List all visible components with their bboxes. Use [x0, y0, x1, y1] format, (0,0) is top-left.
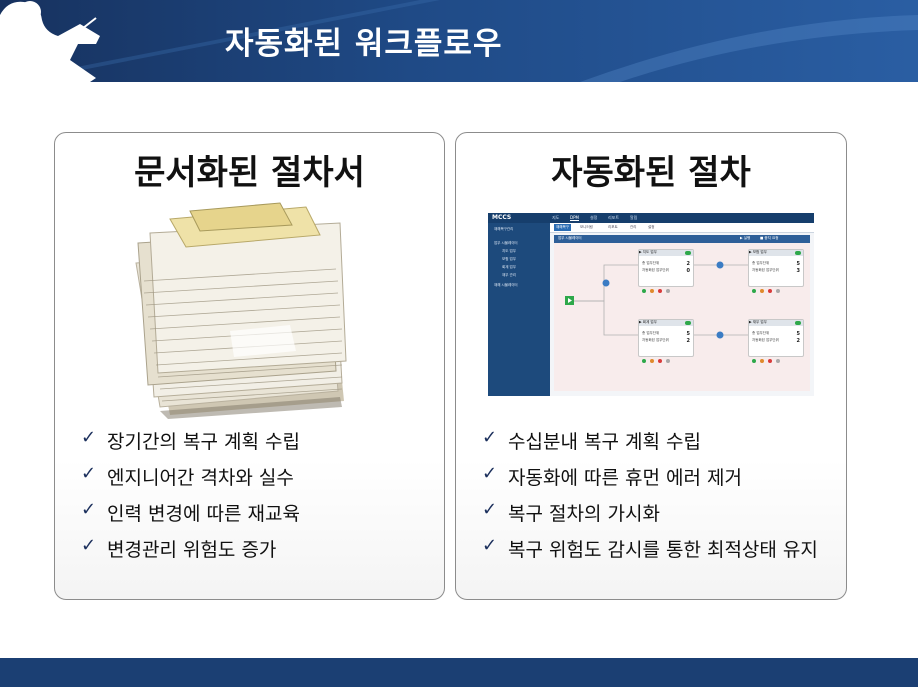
list-item: ✓인력 변경에 따른 재교육	[81, 499, 300, 525]
sidebar-item[interactable]: 지도 업무	[502, 249, 516, 253]
list-item: ✓변경관리 위험도 증가	[81, 535, 277, 561]
check-icon: ✓	[482, 427, 498, 448]
list-item: ✓수십분내 복구 계획 수립	[482, 427, 701, 453]
app-tabs: 재해복구 모니터링 리포트 관리 설정	[550, 223, 814, 233]
paper-stack-image	[135, 202, 347, 419]
nav-item[interactable]: DPM	[570, 215, 579, 221]
status-dots	[752, 348, 784, 367]
tab[interactable]: 모니터링	[580, 225, 593, 229]
tab[interactable]: 재해복구	[554, 224, 571, 231]
slide-footer	[0, 658, 918, 687]
app-sidebar: 재해복구관리 업무 시뮬레이터 지도 업무 보험 업무 회계 업무 재무 관리 …	[488, 223, 550, 396]
status-dots	[752, 278, 784, 297]
sidebar-item[interactable]: 재무 관리	[502, 273, 516, 277]
simulator-panel-bar: 업무 시뮬레이터 ▶ 실행 ■ 중지 요청	[554, 235, 810, 243]
check-icon: ✓	[81, 499, 97, 520]
status-ok-icon	[685, 321, 691, 325]
status-ok-icon	[795, 251, 801, 255]
status-dots	[642, 348, 674, 367]
status-ok-icon	[685, 251, 691, 255]
list-item: ✓장기간의 복구 계획 수립	[81, 427, 300, 453]
documented-procedure-panel: 문서화된 절차서 ✓장기간의 복구 계획 수립 ✓엔지니어간 격차와 실수 ✓인…	[54, 132, 445, 600]
list-item: ✓복구 위험도 감시를 통한 최적상태 유지	[482, 535, 818, 561]
run-button[interactable]: ▶ 실행	[740, 236, 751, 240]
list-item: ✓자동화에 따른 휴먼 에러 제거	[482, 463, 742, 489]
check-icon: ✓	[81, 535, 97, 556]
nav-item[interactable]: 알림	[630, 215, 638, 220]
right-panel-title: 자동화된 절차	[551, 153, 751, 193]
simulator-title: 업무 시뮬레이터	[558, 236, 582, 240]
right-bullet-list: ✓수십분내 복구 계획 수립 ✓자동화에 따른 휴먼 에러 제거 ✓복구 절차의…	[482, 427, 818, 571]
sidebar-item[interactable]: 재해복구관리	[494, 227, 514, 231]
app-topbar: MCCS 지도 DPM 설정 리포트 알림	[488, 213, 814, 223]
workflow-screenshot: MCCS 지도 DPM 설정 리포트 알림 재해복구관리 업무 시뮬레이터 지도…	[488, 213, 814, 396]
sidebar-item[interactable]: 보험 업무	[502, 257, 516, 261]
left-panel-title: 문서화된 절차서	[134, 153, 365, 193]
list-item: ✓복구 절차의 가시화	[482, 499, 660, 525]
nav-item[interactable]: 지도	[552, 215, 560, 220]
check-icon: ✓	[482, 535, 498, 556]
sidebar-item[interactable]: 회계 업무	[502, 265, 516, 269]
nav-item[interactable]: 설정	[590, 215, 598, 220]
check-icon: ✓	[482, 499, 498, 520]
check-icon: ✓	[81, 463, 97, 484]
slide-title: 자동화된 워크플로우	[225, 26, 503, 62]
status-dots	[642, 278, 674, 297]
check-icon: ✓	[81, 427, 97, 448]
tab[interactable]: 관리	[630, 225, 637, 229]
app-logo: MCCS	[492, 214, 512, 221]
stop-button[interactable]: ■ 중지 요청	[760, 236, 779, 240]
tab[interactable]: 설정	[648, 225, 655, 229]
automated-procedure-panel: 자동화된 절차 MCCS 지도 DPM 설정 리포트 알림 재해복구관리 업무 …	[455, 132, 847, 600]
check-icon: ✓	[482, 463, 498, 484]
status-ok-icon	[795, 321, 801, 325]
sidebar-item[interactable]: 업무 시뮬레이터	[494, 241, 518, 245]
tab[interactable]: 리포트	[608, 225, 618, 229]
list-item: ✓엔지니어간 격차와 실수	[81, 463, 294, 489]
nav-item[interactable]: 리포트	[608, 215, 620, 220]
workflow-connectors	[565, 261, 748, 339]
sidebar-item[interactable]: 재해 시뮬레이터	[494, 283, 518, 287]
slide-header: 자동화된 워크플로우	[0, 0, 918, 82]
conductor-silhouette-icon	[0, 0, 918, 82]
left-bullet-list: ✓장기간의 복구 계획 수립 ✓엔지니어간 격차와 실수 ✓인력 변경에 따른 …	[81, 427, 300, 571]
